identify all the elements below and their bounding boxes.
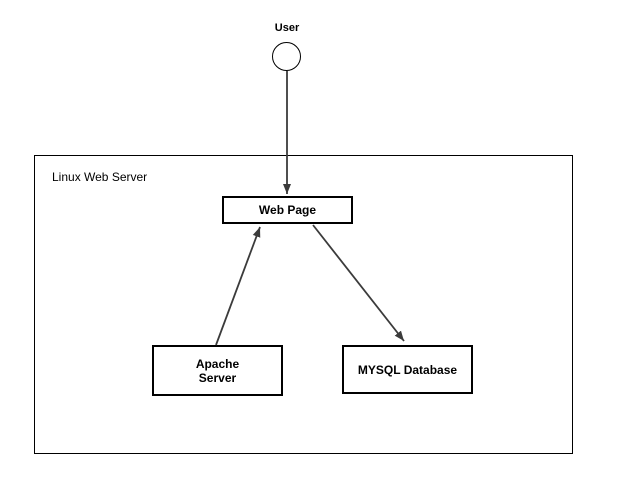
node-mysql-database-label: MYSQL Database <box>357 362 458 377</box>
actor-label: User <box>274 22 300 34</box>
node-web-page[interactable]: Web Page <box>222 196 353 224</box>
node-apache-server-label-line2: Server <box>198 370 237 385</box>
container-linux-web-server[interactable]: Linux Web Server <box>34 155 573 454</box>
actor-circle-shape[interactable] <box>272 42 301 71</box>
node-apache-server[interactable]: Apache Server <box>152 345 283 396</box>
node-apache-server-label: Apache Server <box>196 357 239 385</box>
node-apache-server-label-line1: Apache <box>195 356 240 371</box>
node-mysql-database[interactable]: MYSQL Database <box>342 345 473 394</box>
container-label: Linux Web Server <box>52 170 148 184</box>
node-web-page-label: Web Page <box>258 203 317 217</box>
